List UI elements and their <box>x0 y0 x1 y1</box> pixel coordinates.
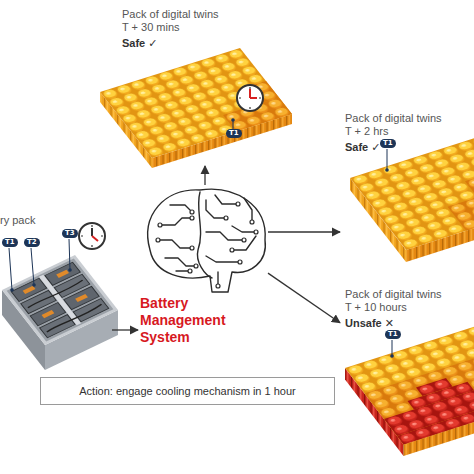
action-box: Action: engage cooling mechanism in 1 ho… <box>40 377 335 405</box>
leader-line <box>385 149 389 172</box>
leader-line <box>390 340 394 358</box>
sensor-tag: T1 <box>380 139 396 148</box>
pack-title: Pack of digital twins T + 2 hrs <box>345 112 447 138</box>
cell-top <box>100 48 292 158</box>
status-text: Safe ✓ <box>345 141 474 154</box>
clock-icon <box>237 85 263 111</box>
twin-pack: Pack of digital twins T + 10 hoursUnsafe… <box>340 284 474 470</box>
circuit-node <box>156 202 258 288</box>
flow-arrow <box>268 273 340 323</box>
sensor-tag: T3 <box>62 229 78 238</box>
system-title: Battery Management System <box>140 295 235 346</box>
battery-pack: ry pack <box>0 212 112 377</box>
sensor-tag: T1 <box>2 238 18 247</box>
status-text: Safe ✓ <box>122 37 293 50</box>
sensor-tag: T1 <box>385 330 401 339</box>
action-note: Action: engage cooling mechanism in 1 ho… <box>41 378 334 404</box>
cell-top <box>465 162 474 197</box>
leader-line <box>9 239 72 292</box>
clock-icon <box>79 223 105 249</box>
battery-pack-photo <box>2 255 118 370</box>
pack-title: ry pack <box>0 214 112 227</box>
cell-top <box>365 346 474 445</box>
twin-pack: Pack of digital twins T + 30 minsSafe ✓ <box>118 6 293 166</box>
cell-hot <box>416 378 453 396</box>
status-text: Unsafe ✕ <box>345 317 474 330</box>
flow-arrow <box>204 166 205 185</box>
cell-top <box>345 320 474 445</box>
flow-arrow <box>112 329 138 330</box>
sensor-tag: T1 <box>226 129 242 138</box>
twin-pack: Pack of digital twins T + 2 hrsSafe ✓ <box>340 108 474 258</box>
bms-node: Battery Management System <box>138 185 268 350</box>
flow-arrow <box>268 231 340 232</box>
pack-title: Pack of digital twins T + 30 mins <box>122 8 224 34</box>
battery-cell-grid <box>100 48 292 168</box>
circuit-brain-icon <box>148 189 266 292</box>
sensor-tag: T2 <box>24 238 40 247</box>
battery-cell-grid <box>345 320 474 456</box>
pack-title: Pack of digital twins T + 10 hours <box>345 288 447 314</box>
